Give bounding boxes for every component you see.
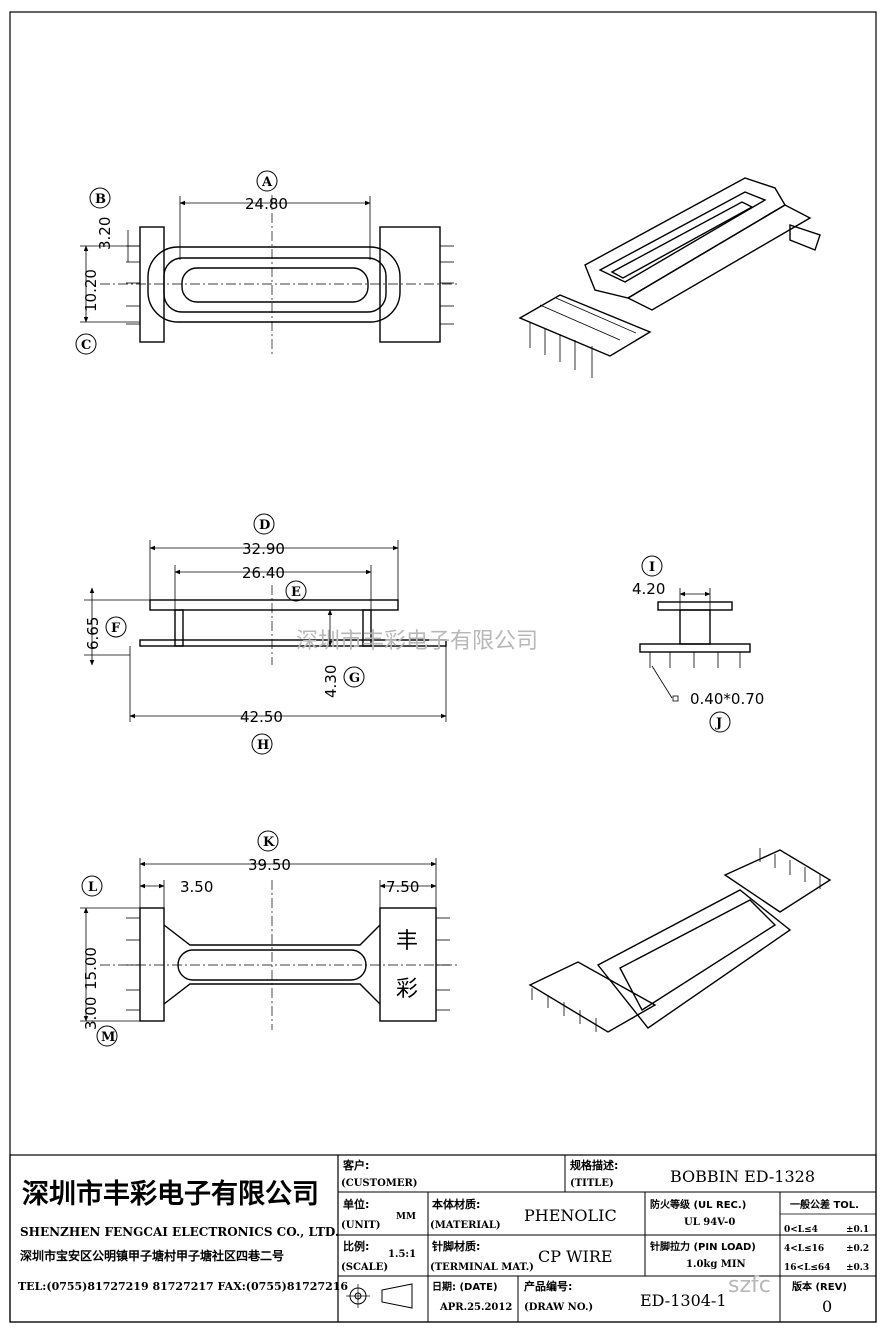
svg-text:L: L xyxy=(88,880,97,895)
dim-J-value: 0.40*0.70 xyxy=(690,690,764,708)
customer-label-en: (CUSTOMER) xyxy=(341,1178,418,1189)
svg-text:I: I xyxy=(649,560,655,575)
company-name-en: SHENZHEN FENGCAI ELECTRONICS CO., LTD. xyxy=(20,1225,339,1239)
scale-value: 1.5:1 xyxy=(388,1249,416,1260)
tol-row-3-range: 16<L≤64 xyxy=(784,1263,830,1273)
unit-label-cn: 单位: xyxy=(343,1197,369,1211)
company-phone: TEL:(0755)81727219 81727217 FAX:(0755)81… xyxy=(18,1280,348,1293)
dim-K-value: 39.50 xyxy=(248,856,291,874)
bottom-view xyxy=(80,858,460,1030)
top-view xyxy=(80,195,460,355)
svg-text:F: F xyxy=(111,621,121,636)
dim-M-value: 3.00 xyxy=(82,997,100,1030)
watermark-bottom: szfc xyxy=(728,1273,771,1298)
material-label-en: (MATERIAL) xyxy=(430,1220,501,1231)
pinload-value: 1.0kg MIN xyxy=(686,1259,746,1270)
terminal-label-cn: 针脚材质: xyxy=(432,1239,480,1253)
svg-text:C: C xyxy=(81,338,91,353)
date-label: 日期: (DATE) xyxy=(432,1280,498,1293)
ul-value: UL 94V-0 xyxy=(684,1217,735,1228)
rev-label: 版本 (REV) xyxy=(792,1280,847,1293)
svg-text:K: K xyxy=(263,835,275,850)
scale-label-en: (SCALE) xyxy=(341,1262,388,1273)
unit-label-en: (UNIT) xyxy=(341,1220,380,1231)
drawno-label-en: (DRAW NO.) xyxy=(524,1302,593,1313)
svg-text:G: G xyxy=(349,671,360,686)
dim-D-value: 32.90 xyxy=(242,540,285,558)
svg-text:M: M xyxy=(101,1030,115,1045)
watermark-text: 深圳市丰彩电子有限公司 xyxy=(296,629,538,654)
company-address: 深圳市宝安区公明镇甲子塘村甲子塘社区四巷二号 xyxy=(20,1248,284,1263)
terminal-value: CP WIRE xyxy=(538,1247,613,1266)
svg-text:J: J xyxy=(715,716,722,731)
side-view xyxy=(639,588,751,702)
isometric-view-bottom xyxy=(528,848,832,1033)
dim-E-value: 26.40 xyxy=(242,564,285,582)
dim-G-value: 4.30 xyxy=(322,665,340,698)
material-value: PHENOLIC xyxy=(524,1206,617,1225)
dim-A-value: 24.80 xyxy=(245,195,288,213)
pinload-label: 针脚拉力 (PIN LOAD) xyxy=(650,1240,756,1253)
dim-K3-value: 7.50 xyxy=(386,878,419,896)
svg-text:B: B xyxy=(95,192,106,207)
dim-K2-value: 3.50 xyxy=(180,878,213,896)
dim-H-value: 42.50 xyxy=(240,708,283,726)
svg-text:D: D xyxy=(259,518,270,533)
isometric-view-top xyxy=(518,177,821,378)
title-value: BOBBIN ED-1328 xyxy=(670,1167,815,1186)
company-name-cn: 深圳市丰彩电子有限公司 xyxy=(22,1178,319,1210)
date-value: APR.25.2012 xyxy=(439,1302,512,1313)
tol-row-3-value: ±0.3 xyxy=(846,1263,869,1273)
ul-label: 防火等级 (UL REC.) xyxy=(650,1198,746,1211)
dim-letter-labels: A B C D E F G H I J K L M xyxy=(75,170,731,1047)
terminal-label-en: (TERMINAL MAT.) xyxy=(430,1262,534,1273)
tol-row-2-range: 4<L≤16 xyxy=(784,1244,824,1254)
tol-row-1-range: 0<L≤4 xyxy=(784,1225,818,1235)
svg-text:A: A xyxy=(261,175,273,190)
tol-row-2-value: ±0.2 xyxy=(846,1244,869,1254)
title-block xyxy=(9,1154,877,1323)
bobbin-mark-top: 丰 xyxy=(396,929,418,954)
title-label-en: (TITLE) xyxy=(570,1178,614,1189)
dim-I-value: 4.20 xyxy=(632,580,665,598)
svg-text:H: H xyxy=(257,738,269,753)
bobbin-mark-bottom: 彩 xyxy=(396,977,418,1002)
drawno-label-cn: 产品编号: xyxy=(524,1279,572,1293)
drawno-value: ED-1304-1 xyxy=(640,1291,727,1310)
sheet-border xyxy=(9,11,877,1323)
front-view xyxy=(84,540,447,722)
scale-label-cn: 比例: xyxy=(343,1239,369,1253)
dim-L-value: 15.00 xyxy=(82,947,100,990)
svg-text:E: E xyxy=(291,585,301,600)
tol-label: 一般公差 TOL. xyxy=(790,1198,859,1211)
customer-label-cn: 客户: xyxy=(342,1158,369,1172)
dim-C-value: 10.20 xyxy=(82,269,100,312)
material-label-cn: 本体材质: xyxy=(432,1197,480,1211)
tol-row-1-value: ±0.1 xyxy=(846,1225,869,1235)
rev-value: 0 xyxy=(822,1297,832,1316)
dim-B-value: 3.20 xyxy=(96,217,114,250)
title-label-cn: 规格描述: xyxy=(570,1158,618,1172)
dim-F-value: 6.65 xyxy=(84,617,102,650)
unit-value: MM xyxy=(396,1212,416,1222)
